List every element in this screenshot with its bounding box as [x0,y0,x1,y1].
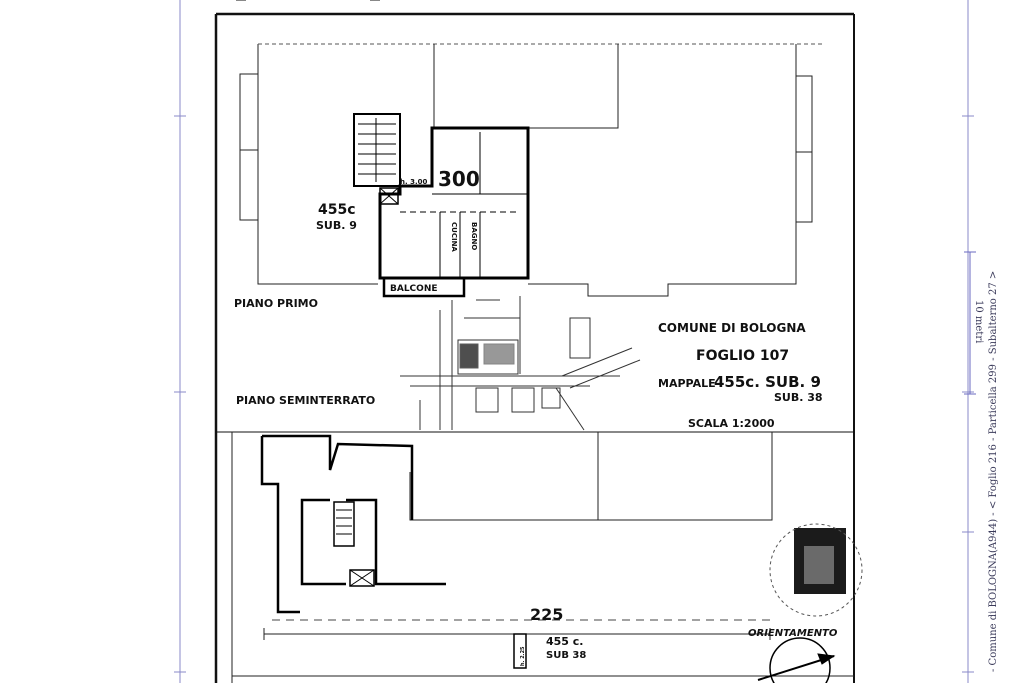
scale-bar [964,251,976,395]
unit-upper-sub-label: SUB. 9 [316,219,357,232]
unit-lower-mappale-label: 455 c. [546,635,584,648]
comune-label: COMUNE DI BOLOGNA [658,321,806,335]
scala-label: SCALA 1:2000 [688,417,775,430]
orientamento-label: ORIENTAMENTO [748,628,838,639]
room-cucina-label: CUCINA [450,222,458,252]
cadastral-reference: - Comune di BOLOGNA(A944) - < Foglio 216… [988,271,999,672]
stair-treads [336,509,352,535]
lower-floor-outline [231,432,854,683]
unit-upper-mappale-label: 455c [318,202,356,218]
mappale-label: MAPPALE [658,377,716,390]
crop-guides [174,0,974,683]
unit-lower-main-label: 225 [530,605,563,624]
sheet-border [214,12,855,683]
upper-floor-outline [239,43,824,297]
foglio-label: FOGLIO 107 [696,348,789,364]
scale-bar-label: 10 metri [973,300,984,343]
floor-upper-label: PIANO PRIMO [234,297,318,310]
room-bagno-label: BAGNO [470,222,478,250]
unit-upper-main-label: 300 [438,167,480,191]
floor-lower-label: PIANO SEMINTERRATO [236,394,375,407]
location-inset-map [400,296,641,431]
unit-lower-sub-label: SUB 38 [546,650,586,661]
mappale-value: 455c. SUB. 9 [714,373,821,391]
room-balcone-label: BALCONE [390,284,438,294]
north-arrow-icon [757,637,836,687]
unit-sub9-plan [353,113,530,298]
unit-sub38-plan [260,434,446,614]
official-stamp [769,523,863,617]
unit-sub38-cell [513,633,527,669]
height-upper-label: h. 3.00 [400,178,427,186]
sub38-label: SUB. 38 [774,391,823,404]
height-lower-label: h. 2.25 [520,646,526,666]
